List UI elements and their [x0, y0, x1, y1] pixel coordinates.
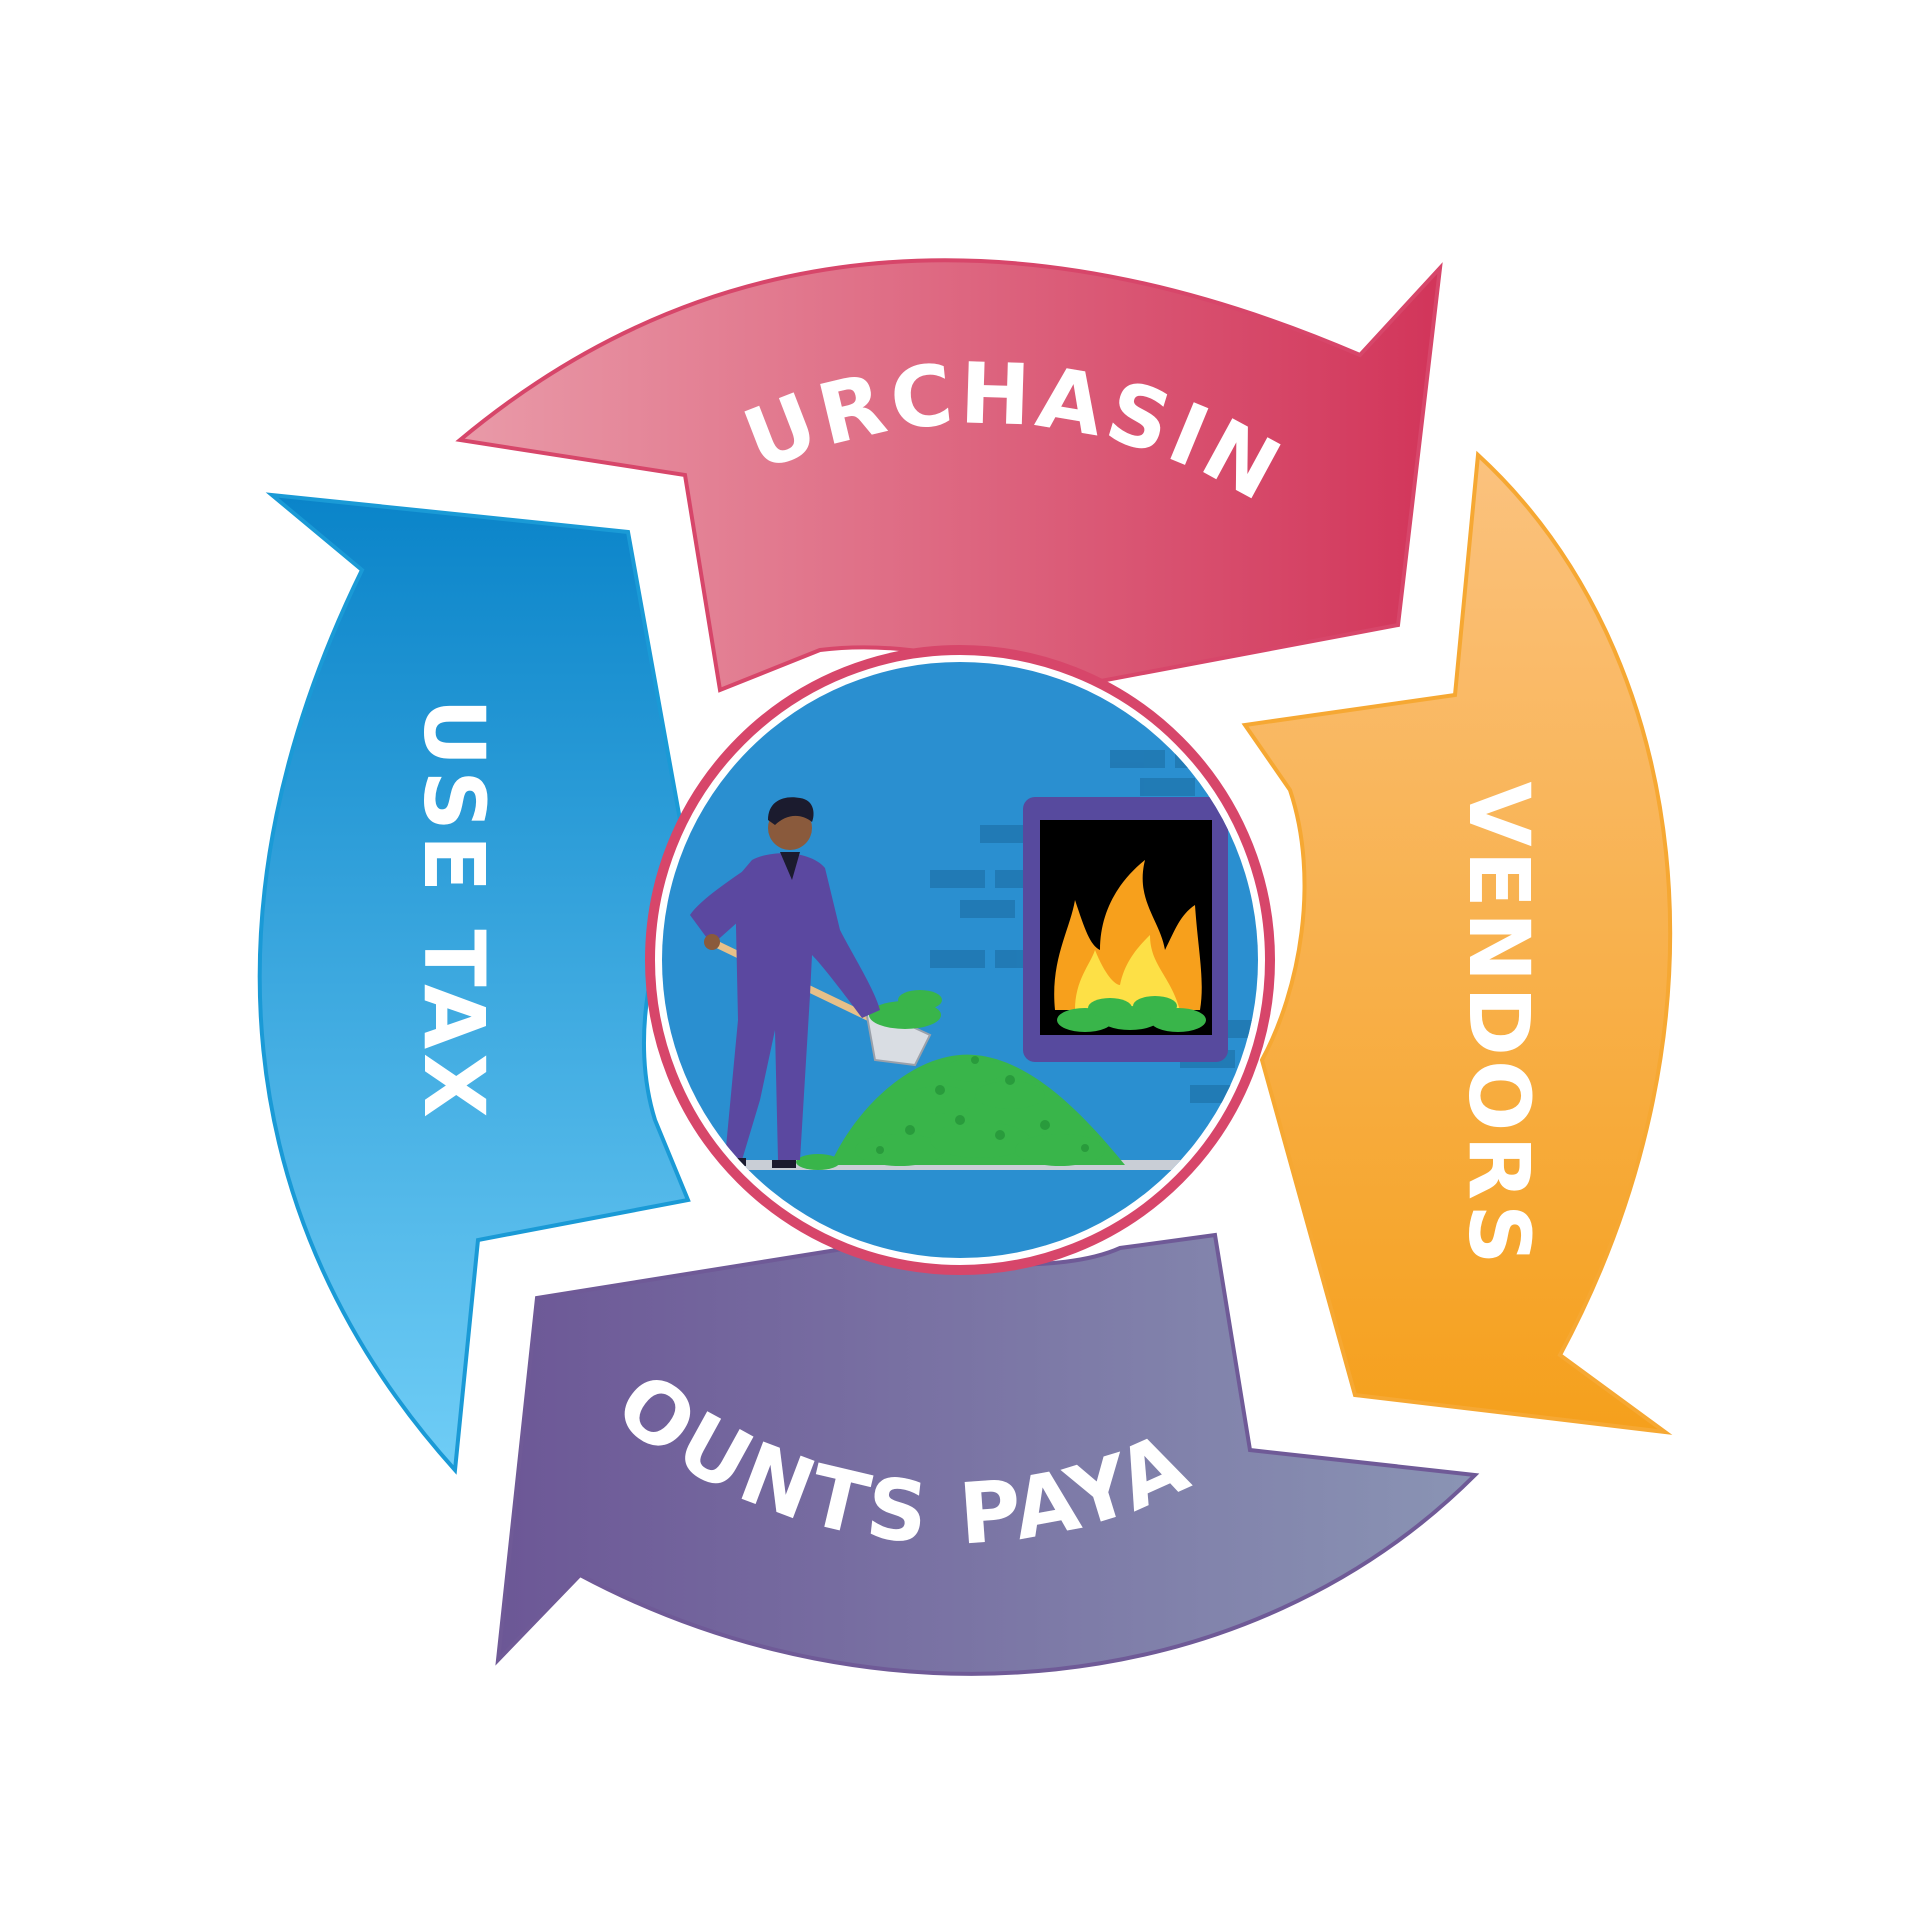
vendors-arrow[interactable] [1241, 450, 1673, 1435]
use-tax-segment[interactable]: USE TAX [257, 492, 693, 1475]
money-pile [796, 1054, 1125, 1170]
center-illustration [645, 645, 1275, 1275]
use-tax-arrow[interactable] [257, 492, 693, 1475]
use-tax-label: USE TAX [405, 698, 503, 1122]
furnace [1023, 797, 1228, 1062]
money-pile-texture [876, 1056, 1089, 1154]
vendors-label: VENDORS [1450, 781, 1548, 1268]
businessman-icon [690, 797, 880, 1168]
vendors-segment[interactable]: VENDORS [1241, 450, 1673, 1435]
burning-money [1057, 996, 1206, 1032]
purchasing-segment[interactable]: PURCHASING [0, 0, 1443, 693]
